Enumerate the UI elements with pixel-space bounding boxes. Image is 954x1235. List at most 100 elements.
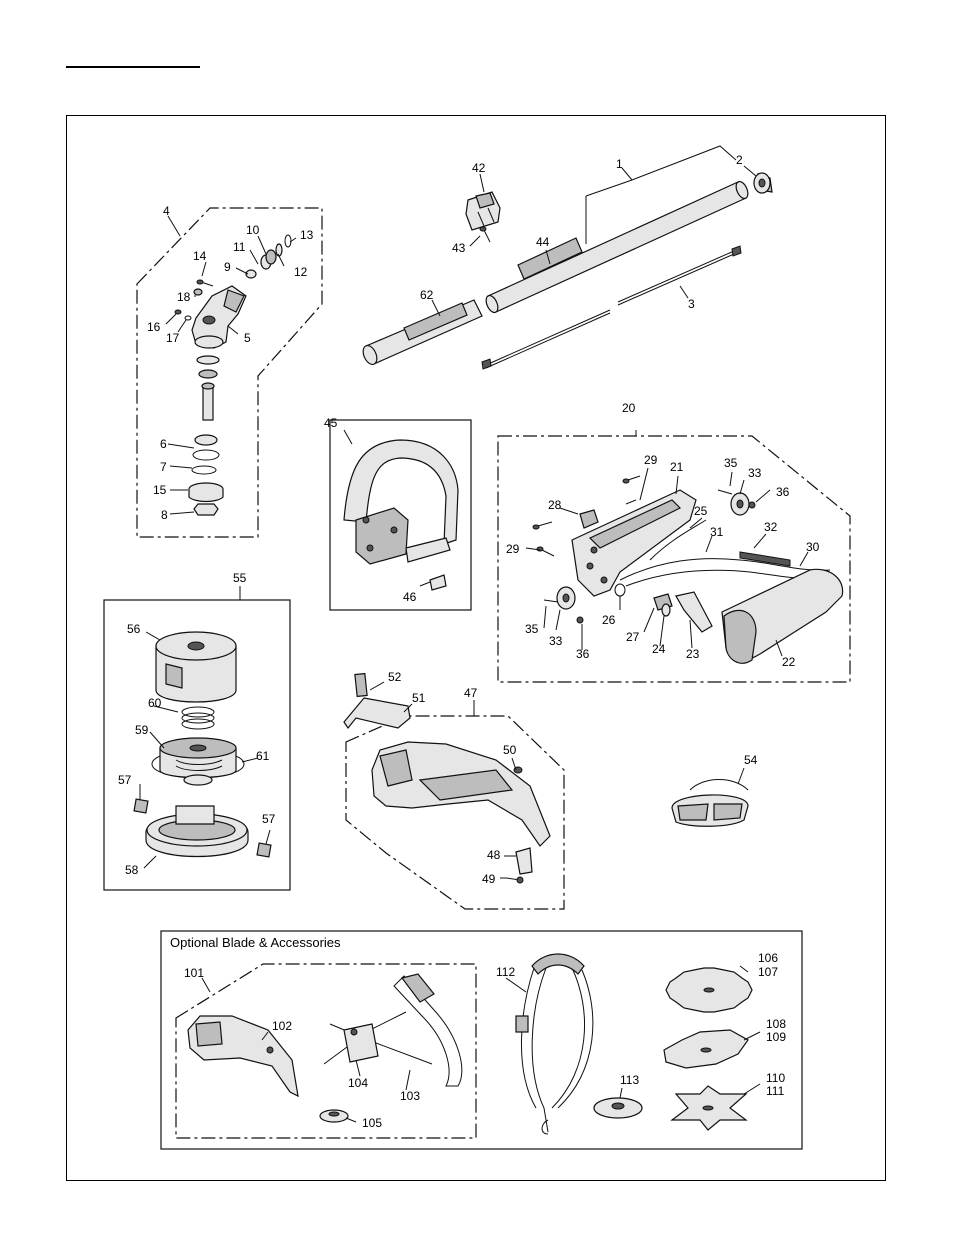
label-24: 24 — [652, 642, 666, 656]
label-7: 7 — [160, 460, 167, 474]
label-33-right: 33 — [748, 466, 762, 480]
blade-washer-113 — [594, 1098, 642, 1118]
label-4: 4 — [163, 204, 170, 218]
label-33-left: 33 — [549, 634, 563, 648]
label-52: 52 — [388, 670, 402, 684]
lower-shaft-tube-62 — [360, 300, 482, 367]
label-106: 106 — [758, 951, 778, 965]
label-43: 43 — [452, 241, 466, 255]
label-35-right: 35 — [724, 456, 738, 470]
label-44: 44 — [536, 235, 550, 249]
label-23: 23 — [686, 647, 700, 661]
accessories-title: Optional Blade & Accessories — [170, 935, 341, 950]
throttle-housing-21 — [572, 490, 696, 596]
label-105: 105 — [362, 1116, 382, 1130]
label-12: 12 — [294, 265, 308, 279]
label-21: 21 — [670, 460, 684, 474]
label-29-top: 29 — [644, 453, 658, 467]
main-shaft-tube — [484, 180, 750, 315]
label-60: 60 — [148, 696, 162, 710]
label-109: 109 — [766, 1030, 786, 1044]
label-57-right: 57 — [262, 812, 276, 826]
label-31: 31 — [710, 525, 724, 539]
label-51: 51 — [412, 691, 426, 705]
label-55: 55 — [233, 571, 247, 585]
label-45: 45 — [324, 416, 338, 430]
label-50: 50 — [503, 743, 517, 757]
safety-goggles-54 — [672, 780, 748, 827]
label-108: 108 — [766, 1017, 786, 1031]
label-107: 107 — [758, 965, 778, 979]
saw-blade-106-107 — [666, 968, 752, 1012]
spool-59-61 — [152, 738, 244, 785]
label-62: 62 — [420, 288, 434, 302]
spool-cover-56 — [156, 632, 236, 702]
shaft-clamp-42 — [466, 192, 500, 230]
star-blade-110-111 — [672, 1086, 746, 1130]
label-25: 25 — [694, 504, 708, 518]
spool-housing-58 — [146, 806, 248, 857]
label-112: 112 — [496, 965, 515, 979]
shaft-cap-2 — [754, 173, 772, 193]
handlebar-103-104 — [324, 974, 462, 1086]
label-15: 15 — [153, 483, 167, 497]
label-56: 56 — [127, 622, 141, 636]
label-30: 30 — [806, 540, 820, 554]
label-59: 59 — [135, 723, 149, 737]
label-48: 48 — [487, 848, 501, 862]
label-61: 61 — [256, 749, 270, 763]
label-49: 49 — [482, 872, 496, 886]
spring-60 — [182, 707, 214, 729]
grass-guard-47 — [372, 742, 550, 846]
label-104: 104 — [348, 1076, 368, 1090]
label-28: 28 — [548, 498, 562, 512]
label-58: 58 — [125, 863, 139, 877]
label-3: 3 — [688, 297, 695, 311]
four-tooth-blade-108-109 — [664, 1030, 748, 1068]
loop-handle-45 — [344, 440, 458, 564]
label-22: 22 — [782, 655, 796, 669]
harness-strap-112 — [516, 954, 593, 1134]
label-16: 16 — [147, 320, 161, 334]
label-103: 103 — [400, 1089, 420, 1103]
label-13: 13 — [300, 228, 314, 242]
label-102: 102 — [272, 1019, 292, 1033]
label-5: 5 — [244, 331, 251, 345]
label-54: 54 — [744, 753, 758, 767]
label-20: 20 — [622, 401, 636, 415]
label-46: 46 — [403, 590, 417, 604]
spindle-stack — [189, 356, 223, 515]
label-17: 17 — [166, 331, 180, 345]
label-18: 18 — [177, 290, 191, 304]
label-9: 9 — [224, 260, 231, 274]
switch-28 — [580, 510, 598, 528]
label-10: 10 — [246, 223, 260, 237]
label-42: 42 — [472, 161, 486, 175]
label-14: 14 — [193, 249, 207, 263]
label-2: 2 — [736, 153, 743, 167]
throttle-trigger-23 — [676, 592, 712, 632]
adapter-105 — [320, 1110, 348, 1122]
clamp-screw-43 — [480, 227, 490, 242]
label-8: 8 — [161, 508, 168, 522]
label-111: 111 — [766, 1084, 785, 1098]
label-1: 1 — [616, 157, 623, 171]
label-35-left: 35 — [525, 622, 539, 636]
label-47: 47 — [464, 686, 478, 700]
label-6: 6 — [160, 437, 167, 451]
label-57-left: 57 — [118, 773, 132, 787]
label-29-left: 29 — [506, 542, 520, 556]
rear-grip-22 — [722, 569, 843, 663]
label-113: 113 — [620, 1073, 639, 1087]
label-101: 101 — [184, 966, 204, 980]
label-32: 32 — [764, 520, 778, 534]
label-26: 26 — [602, 613, 616, 627]
handle-bolt-46 — [420, 575, 446, 590]
label-110: 110 — [766, 1071, 785, 1085]
label-36-right: 36 — [776, 485, 790, 499]
trigger-lock-24-27 — [654, 594, 672, 616]
label-11: 11 — [233, 240, 246, 254]
label-36-left: 36 — [576, 647, 590, 661]
label-27: 27 — [626, 630, 640, 644]
